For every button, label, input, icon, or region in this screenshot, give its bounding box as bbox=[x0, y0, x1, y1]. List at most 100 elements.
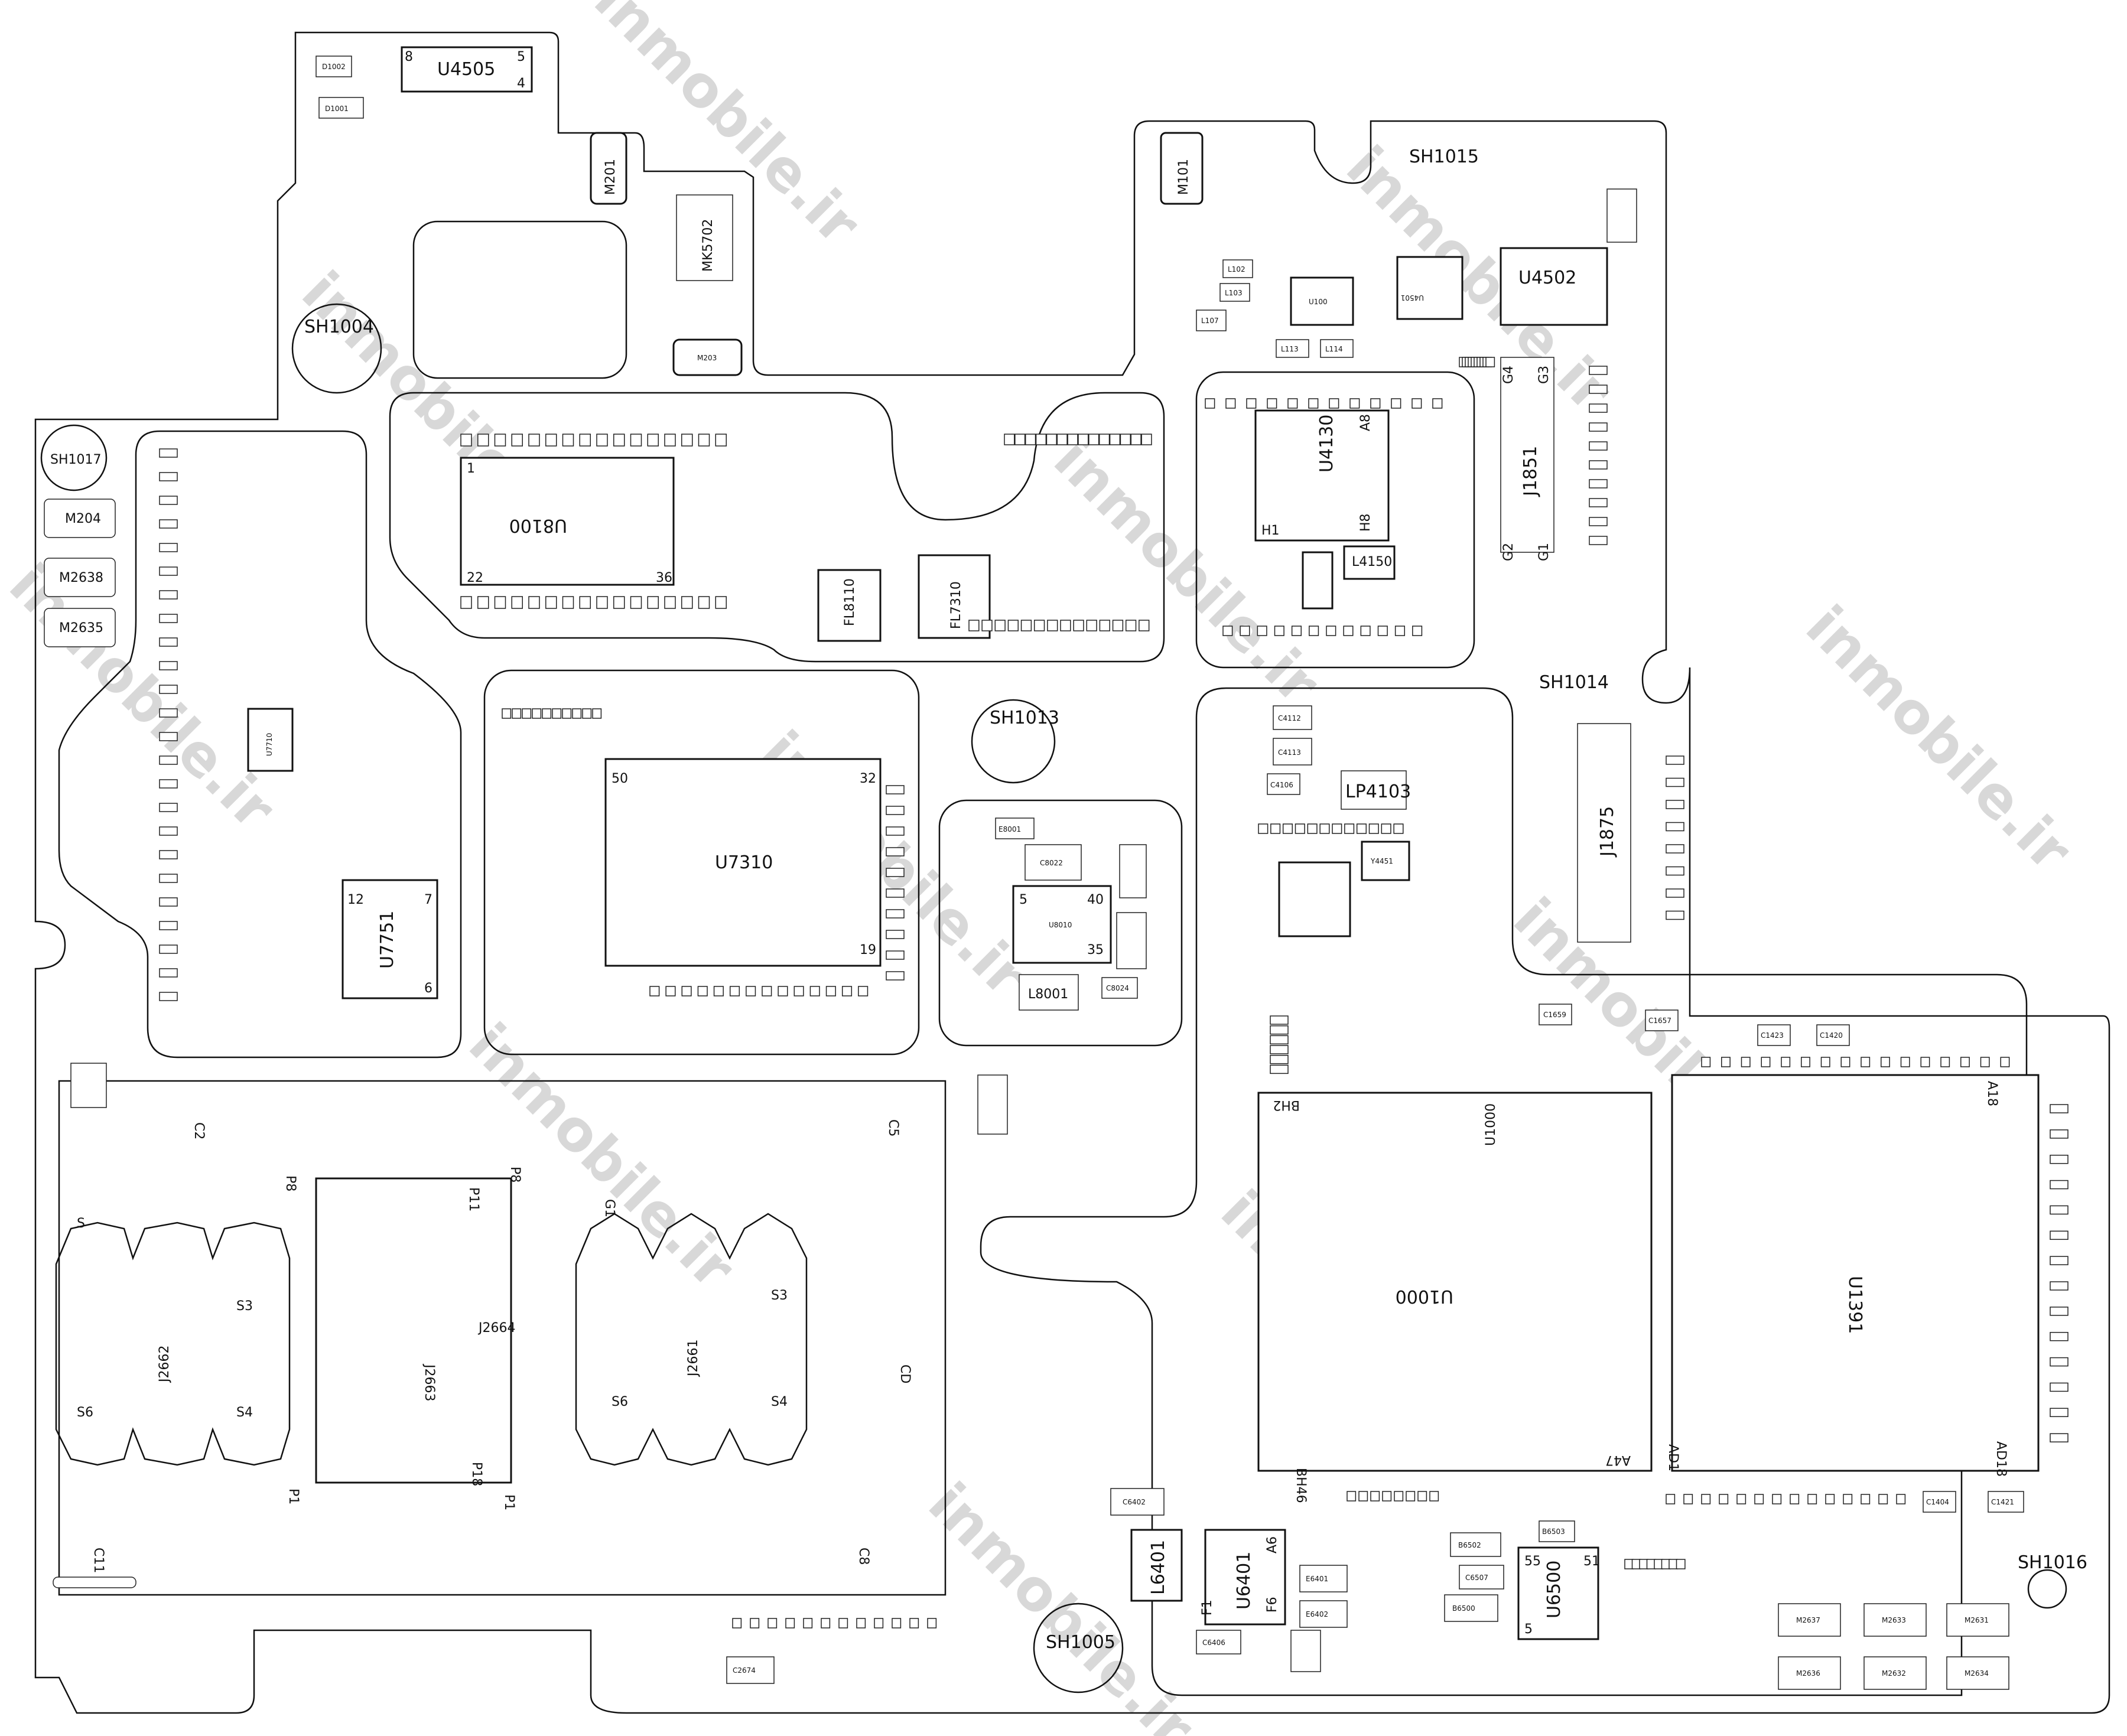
passive-footprint bbox=[159, 472, 178, 481]
passive-footprint bbox=[552, 708, 562, 719]
passive-footprint bbox=[1240, 626, 1250, 636]
u7751-pin: 7 bbox=[424, 893, 432, 907]
b6500-component bbox=[1444, 1594, 1498, 1622]
passive-footprint bbox=[2050, 1129, 2069, 1139]
d1001-label: D1001 bbox=[325, 105, 349, 113]
passive-footprint bbox=[767, 1618, 778, 1628]
c6507-component bbox=[1459, 1565, 1504, 1590]
main-shield-outline bbox=[980, 687, 2028, 1696]
passive-footprint bbox=[1225, 398, 1236, 409]
m1615-component bbox=[1606, 188, 1637, 243]
l114-label: L114 bbox=[1325, 345, 1343, 353]
passive-footprint bbox=[1843, 1494, 1853, 1504]
passive-footprint bbox=[477, 434, 489, 447]
j1851-pin: G3 bbox=[1537, 366, 1552, 384]
passive-footprint bbox=[494, 596, 506, 609]
u7310-shield-region: U7310 50 32 19 bbox=[483, 669, 920, 1056]
m2638-component bbox=[44, 558, 116, 597]
passive-footprint bbox=[762, 986, 772, 996]
passive-footprint bbox=[732, 1618, 742, 1628]
u8010-pin: 35 bbox=[1087, 943, 1104, 957]
passive-footprint bbox=[665, 986, 676, 996]
passive-footprint bbox=[1349, 398, 1360, 409]
passive-footprint bbox=[927, 1618, 937, 1628]
passive-footprint bbox=[746, 986, 756, 996]
u7751-chip bbox=[342, 879, 438, 999]
passive-footprint bbox=[630, 596, 642, 609]
passive-footprint bbox=[1666, 1494, 1676, 1504]
passive-footprint bbox=[1073, 620, 1084, 631]
passive-footprint bbox=[2050, 1331, 2069, 1341]
passive-footprint bbox=[1358, 1491, 1368, 1502]
passive-footprint bbox=[750, 1618, 760, 1628]
passive-footprint bbox=[994, 620, 1006, 631]
u8010-label: U8010 bbox=[1049, 921, 1072, 929]
u7751-pin: 12 bbox=[347, 893, 364, 907]
top-left-section: D1002 U4505 8 5 4 D1001 M201 MK5702 M203… bbox=[291, 46, 743, 394]
passive-footprint bbox=[1736, 1494, 1747, 1504]
sh1015-label: SH1015 bbox=[1409, 146, 1479, 167]
c1404-component bbox=[1923, 1491, 1956, 1513]
passive-footprint bbox=[1025, 434, 1036, 445]
u7710-label: U7710 bbox=[265, 733, 274, 756]
passive-footprint bbox=[2050, 1205, 2069, 1215]
sh1004-label: SH1004 bbox=[304, 317, 374, 337]
passive-footprint bbox=[785, 1618, 795, 1628]
u1000-corner: U1000 bbox=[1484, 1103, 1498, 1146]
j2664-label: J2664 bbox=[477, 1321, 515, 1336]
c8022-component bbox=[1025, 844, 1082, 881]
passive-footprint bbox=[886, 909, 905, 919]
c6507-label: C6507 bbox=[1465, 1574, 1488, 1582]
passive-footprint bbox=[1589, 498, 1608, 507]
c4112-component bbox=[1273, 705, 1312, 730]
c6402-label: C6402 bbox=[1123, 1498, 1146, 1506]
passive-footprint bbox=[528, 596, 540, 609]
passive-footprint bbox=[159, 637, 178, 647]
sh1004-shield-hole bbox=[291, 303, 382, 394]
passive-footprint bbox=[1060, 620, 1071, 631]
passive-footprint bbox=[1666, 800, 1684, 809]
passive-footprint bbox=[1078, 434, 1089, 445]
y4451-label: Y4451 bbox=[1370, 857, 1393, 865]
b6503-component bbox=[1539, 1520, 1575, 1542]
m204-label: M204 bbox=[65, 512, 101, 526]
passive-footprint bbox=[1861, 1494, 1871, 1504]
c6406-component bbox=[1196, 1630, 1241, 1654]
passive-footprint bbox=[1099, 620, 1110, 631]
passive-footprint bbox=[778, 986, 788, 996]
b6503-label: B6503 bbox=[1542, 1527, 1565, 1536]
c1421-component bbox=[1988, 1491, 2024, 1513]
passive-footprint bbox=[1666, 755, 1684, 765]
m2634-pad bbox=[1946, 1656, 2009, 1690]
u4451-chip bbox=[1278, 861, 1351, 937]
j2662-label: J2662 bbox=[157, 1346, 172, 1383]
passive-footprint bbox=[809, 986, 820, 996]
passive-footprint bbox=[1141, 434, 1152, 445]
passive-footprint bbox=[1381, 823, 1391, 834]
passive-footprint bbox=[1287, 398, 1298, 409]
passive-footprint bbox=[159, 708, 178, 718]
sh1016-label: SH1016 bbox=[2018, 1552, 2087, 1573]
passive-footprint bbox=[664, 434, 676, 447]
sh1017-shield-hole bbox=[40, 424, 108, 491]
passive-footprint bbox=[1086, 620, 1097, 631]
passive-footprint bbox=[1360, 626, 1371, 636]
passive-footprint bbox=[511, 596, 523, 609]
passive-footprint bbox=[1270, 1045, 1289, 1054]
passive-footprint bbox=[494, 434, 506, 447]
u4130-pin: H8 bbox=[1358, 513, 1373, 532]
lp4103-label: LP4103 bbox=[1345, 781, 1411, 802]
main-processor-shield: U1000 BH2 U1000 BH46 A47 U1391 A18 AD1 A… bbox=[980, 687, 2040, 1696]
passive-footprint bbox=[892, 1618, 902, 1628]
y4451-crystal bbox=[1361, 841, 1410, 881]
u8100-shield-outline bbox=[389, 392, 1165, 663]
j2661-pin: S4 bbox=[771, 1395, 788, 1409]
passive-footprint bbox=[1761, 1057, 1771, 1067]
passive-footprint bbox=[1020, 620, 1032, 631]
passive-footprint bbox=[1307, 823, 1318, 834]
passive-footprint bbox=[1807, 1494, 1817, 1504]
sh1013-label: SH1013 bbox=[990, 708, 1059, 728]
passive-footprint bbox=[1270, 1054, 1289, 1064]
l8005-component bbox=[1119, 844, 1147, 898]
passive-footprint bbox=[1840, 1057, 1850, 1067]
